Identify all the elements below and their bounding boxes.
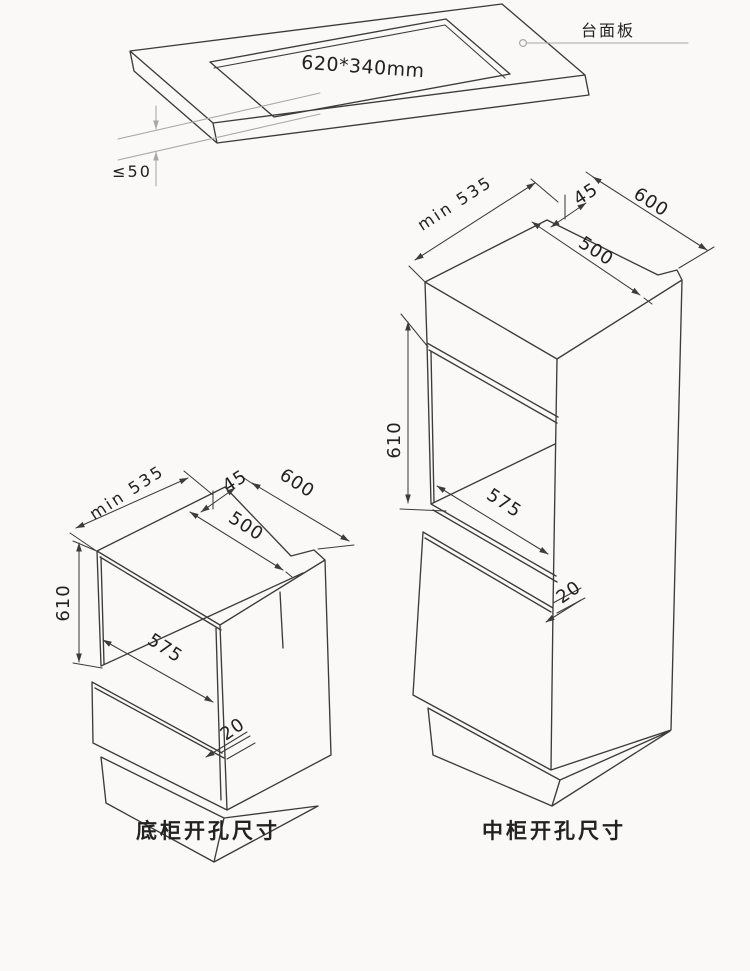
base-back-offset-label: 45 [219, 466, 251, 497]
tall-cabinet-caption: 中柜开孔尺寸 [482, 819, 626, 843]
base-opening-depth-label: 575 [144, 629, 187, 667]
tall-cabinet-outline [412, 219, 683, 807]
countertop-part-label: 台面板 [581, 21, 635, 40]
cutout-inner-reveal [213, 24, 506, 79]
tall-width-label: 600 [630, 183, 673, 221]
dim-opening-depth-line [436, 485, 549, 555]
dim-width-line [592, 176, 708, 251]
tall-cabinet-drawing: min 535 45 600 500 610 575 20 中柜开孔尺寸 [384, 171, 715, 843]
dim-back-offset-line [200, 487, 236, 513]
base-cabinet-outline [91, 486, 332, 863]
base-cabinet-caption: 底柜开孔尺寸 [136, 819, 280, 843]
dim-opening-width-line [189, 511, 284, 571]
thickness-extension-lines [117, 92, 321, 161]
cutout-size-label: 620*340mm [301, 52, 426, 83]
tall-opening-height-label: 610 [384, 421, 405, 458]
dim-depth-min-line [75, 477, 189, 529]
tall-lip-label: 20 [553, 577, 585, 608]
countertop-slab-outline [129, 3, 590, 144]
base-width-label: 600 [276, 464, 319, 502]
base-lip-label: 20 [217, 714, 249, 745]
dim-width-line [251, 482, 350, 542]
tall-back-offset-label: 45 [570, 179, 602, 210]
dim-opening-width-line [531, 221, 641, 296]
base-opening-width-label: 500 [225, 507, 268, 545]
leader-dot [518, 38, 527, 47]
tall-depth-min-label: min 535 [414, 172, 496, 234]
thickness-label: ≤50 [112, 162, 152, 181]
tall-opening-depth-label: 575 [483, 484, 526, 522]
dim-lip-line [205, 731, 248, 758]
base-cabinet-drawing: min 535 45 600 500 610 575 20 底柜开孔尺寸 [53, 461, 355, 863]
countertop-drawing: 620*340mm 台面板 ≤50 [112, 3, 689, 187]
dim-lip-line [545, 599, 582, 623]
dim-opening-depth-line [102, 639, 214, 703]
base-opening-height-label: 610 [53, 584, 74, 621]
dim-depth-min-line [414, 182, 536, 261]
